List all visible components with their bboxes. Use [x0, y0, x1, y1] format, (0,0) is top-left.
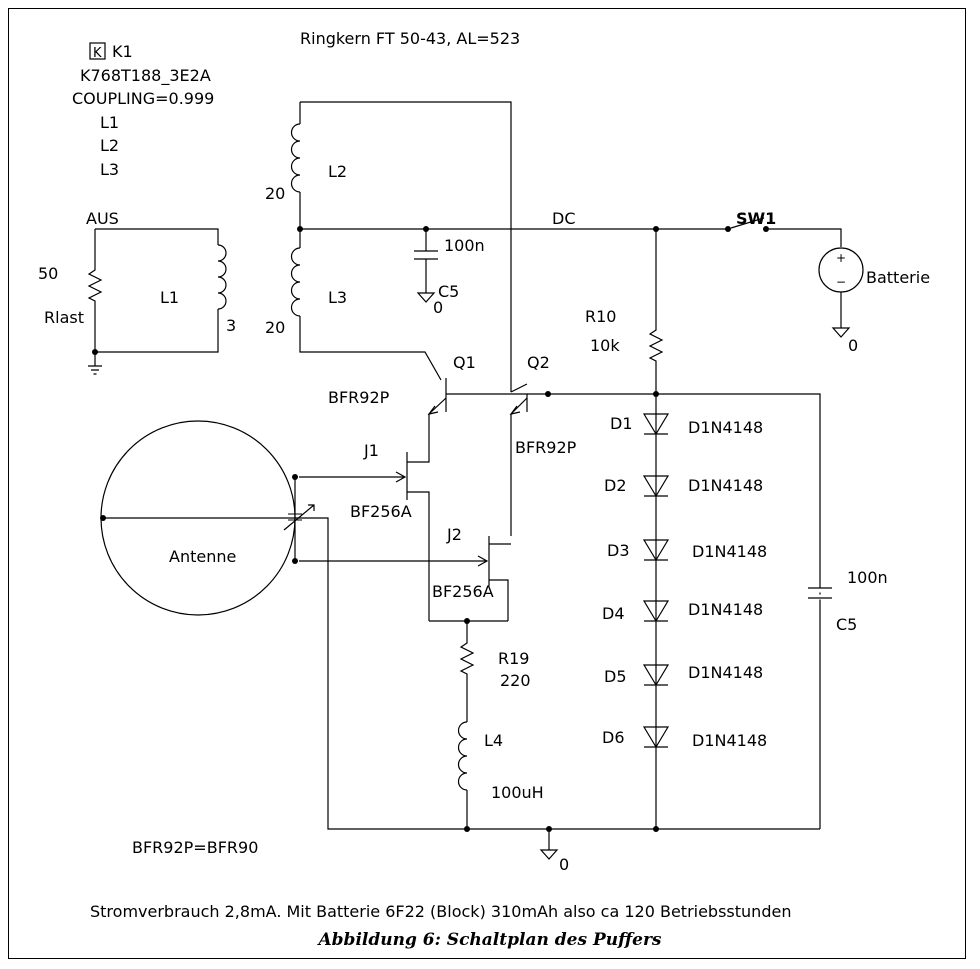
antenna-label: Antenne [169, 547, 236, 566]
transistor-q1 [428, 397, 447, 452]
c5-top-name: C5 [438, 282, 459, 301]
l3-turns: 20 [265, 318, 285, 337]
ground-load [88, 352, 102, 375]
j1-type: BF256A [350, 502, 412, 521]
battery-name: Batterie [866, 268, 930, 287]
d6-name: D6 [602, 728, 625, 747]
figure-caption: Abbildung 6: Schaltplan des Puffers [318, 930, 662, 950]
r10-name: R10 [585, 307, 616, 326]
switch-name: SW1 [736, 209, 776, 228]
capacitor-c5-right [808, 587, 832, 599]
d2-name: D2 [604, 476, 627, 495]
l4-name: L4 [484, 731, 503, 750]
c5-right-name: C5 [836, 615, 857, 634]
battery-plus: + [836, 251, 846, 265]
diode-d5 [642, 664, 670, 687]
coil-l4 [457, 721, 468, 791]
d4-type: D1N4148 [688, 600, 763, 619]
q1-type: BFR92P [328, 388, 390, 407]
coupling-value: COUPLING=0.999 [72, 89, 214, 108]
r10-value: 10k [590, 336, 620, 355]
ground-bottom [539, 849, 559, 860]
d2-type: D1N4148 [688, 476, 763, 495]
r19-name: R19 [498, 649, 529, 668]
j2-type: BF256A [432, 582, 494, 601]
source-network: R19 220 L4 100uH [457, 621, 544, 829]
q1-name: Q1 [453, 353, 476, 372]
variable-capacitor-arrow [283, 504, 315, 531]
diode-d2 [642, 475, 670, 498]
net-aus-label: AUS [86, 209, 119, 228]
resistor-r19 [459, 621, 475, 722]
diode-d1 [642, 413, 670, 436]
l2-turns: 20 [265, 184, 285, 203]
equivalence-note: BFR92P=BFR90 [132, 838, 258, 857]
battery-minus: − [836, 275, 846, 289]
jfet-j1 [406, 452, 430, 621]
capacitor-c5-top [414, 229, 438, 293]
rlast-value: 50 [38, 264, 58, 283]
c5-top-gnd: 0 [433, 298, 443, 317]
gnd-bottom-label: 0 [559, 855, 569, 874]
j1-name: J1 [363, 441, 379, 460]
l1-name: L1 [160, 288, 179, 307]
transistor-q2 [510, 397, 528, 536]
d1-type: D1N4148 [688, 418, 763, 437]
coil-l2 [290, 123, 301, 193]
coupling-coil-1: L1 [100, 113, 119, 132]
jfet-j2 [488, 536, 511, 621]
coil-l3 [290, 247, 301, 317]
q2-name: Q2 [527, 353, 550, 372]
switch-sw1-blade [730, 217, 765, 229]
antenna-loop: Antenne 0 [100, 420, 820, 874]
coupling-symbol-box [89, 42, 106, 60]
c5-top-value: 100n [444, 236, 485, 255]
coil-l1 [217, 244, 227, 310]
l3-name: L3 [328, 288, 347, 307]
diode-d3 [642, 539, 670, 562]
d4-name: D4 [602, 604, 625, 623]
d3-name: D3 [607, 541, 630, 560]
dc-supply: DC 100n C5 0 SW1 + − 0 Batterie [300, 209, 930, 355]
l1-turns: 3 [226, 316, 236, 335]
r19-value: 220 [500, 671, 531, 690]
d3-type: D1N4148 [692, 542, 767, 561]
core-title: Ringkern FT 50-43, AL=523 [300, 29, 520, 48]
load-circuit: AUS 50 Rlast L1 3 [38, 209, 236, 375]
rlast-name: Rlast [44, 308, 84, 327]
l4-value: 100uH [491, 783, 544, 802]
coupling-box-letter: K [93, 46, 102, 61]
battery-gnd: 0 [848, 336, 858, 355]
ground-battery [831, 327, 851, 338]
schematic-frame [8, 8, 966, 959]
transformer-windings: 20 L2 20 L3 [265, 101, 512, 392]
resistor-r10 [648, 229, 664, 394]
transistors: Q1 BFR92P Q2 BFR92P [328, 353, 577, 536]
d1-name: D1 [610, 414, 633, 433]
d5-name: D5 [604, 667, 627, 686]
net-dc-label: DC [552, 209, 576, 228]
bias-network: R10 10k D1 D1N4148 D2 D1N4148 D3 D1N4148… [527, 229, 888, 829]
q2-type: BFR92P [515, 438, 577, 457]
diode-d4 [642, 600, 670, 623]
coupling-coil-3: L3 [100, 160, 119, 179]
jfets: J1 BF256A J2 BF256A [299, 441, 511, 624]
coupling-part: K768T188_3E2A [80, 66, 211, 86]
c5-right-value: 100n [847, 568, 888, 587]
d5-type: D1N4148 [688, 663, 763, 682]
diode-d6 [642, 726, 670, 749]
ground-c5-top [416, 292, 436, 303]
resistor-rlast [87, 229, 103, 352]
l2-name: L2 [328, 162, 347, 181]
j2-name: J2 [446, 525, 462, 544]
coupling-coil-2: L2 [100, 136, 119, 155]
coupling-name: K1 [112, 42, 133, 61]
d6-type: D1N4148 [692, 731, 767, 750]
consumption-note: Stromverbrauch 2,8mA. Mit Batterie 6F22 … [90, 902, 791, 921]
